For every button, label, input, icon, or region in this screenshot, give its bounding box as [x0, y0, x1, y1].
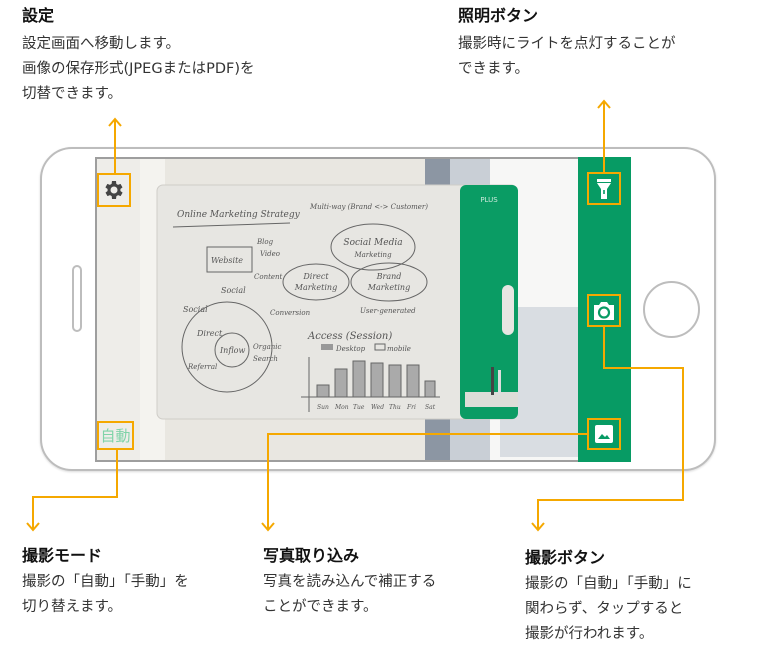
gallery-icon	[595, 425, 613, 443]
board-text: mobile	[387, 345, 411, 353]
gear-icon	[105, 181, 123, 199]
board-text: Organic	[253, 343, 281, 351]
board-text: Mon	[334, 404, 349, 411]
import-photo-button[interactable]	[587, 418, 621, 450]
board-flow: Multi-way (Brand <-> Customer)	[309, 203, 428, 211]
import-callout-text: 写真を読み込んで補正する ことができます。	[263, 570, 436, 620]
text-line: 切替できます。	[22, 86, 123, 102]
board-text: Social	[183, 305, 208, 314]
text-line: 関わらず、タップすると	[525, 601, 684, 617]
text-line: 切り替えます。	[22, 599, 123, 615]
board-text: Social	[221, 286, 246, 295]
camera-preview: PLUS Online Marketing Strategy Multi-way…	[95, 157, 631, 462]
board-text: Direct	[302, 272, 329, 281]
board-text: Access (Session)	[307, 331, 392, 342]
text-line: 撮影が行われます。	[525, 626, 654, 642]
phone-home-button	[643, 281, 700, 338]
mode-callout-text: 撮影の「自動」「手動」を 切り替えます。	[22, 570, 189, 620]
board-text: Sat	[425, 404, 436, 411]
text-line: 画像の保存形式(JPEGまたはPDF)を	[22, 61, 255, 77]
shutter-callout-text: 撮影の「自動」「手動」に 関わらず、タップすると 撮影が行われます。	[525, 572, 692, 647]
arrow-down-icon	[531, 522, 545, 532]
board-text: Direct	[196, 329, 223, 338]
board-text: Marketing	[367, 283, 410, 292]
camera-scene: PLUS Online Marketing Strategy Multi-way…	[97, 159, 629, 460]
board-text: Conversion	[270, 309, 311, 317]
text-line: 設定画面へ移動します。	[22, 36, 181, 52]
shutter-button[interactable]	[587, 294, 621, 327]
phone-speaker	[72, 265, 82, 332]
board-text: Tue	[353, 404, 365, 411]
import-callout-title: 写真取り込み	[263, 546, 360, 565]
arrow-up-icon	[597, 99, 611, 109]
text-line: 撮影時にライトを点灯することが	[458, 36, 676, 52]
board-text: Video	[260, 250, 280, 258]
light-callout-title: 照明ボタン	[458, 6, 539, 25]
text-line: 撮影の「自動」「手動」を	[22, 574, 189, 590]
settings-callout-text: 設定画面へ移動します。 画像の保存形式(JPEGまたはPDF)を 切替できます。	[22, 32, 254, 107]
text-line: 写真を読み込んで補正する	[263, 574, 437, 590]
mode-callout-title: 撮影モード	[22, 546, 103, 565]
capture-mode-toggle[interactable]: 自動	[97, 421, 134, 450]
board-text: Marketing	[294, 283, 337, 292]
board-text: Content	[254, 273, 283, 281]
shutter-callout-title: 撮影ボタン	[525, 548, 606, 567]
light-button[interactable]	[587, 172, 621, 205]
light-callout-text: 撮影時にライトを点灯することが できます。	[458, 32, 676, 82]
board-text: Fri	[406, 404, 416, 411]
board-text: Inflow	[219, 346, 245, 355]
flashlight-icon	[597, 178, 611, 199]
board-text: Website	[211, 256, 243, 265]
board-text: Sun	[317, 404, 329, 411]
settings-button[interactable]	[97, 173, 131, 207]
board-text: Wed	[371, 404, 384, 411]
text-line: できます。	[458, 61, 530, 77]
arrow-up-icon	[108, 117, 122, 127]
text-line: 撮影の「自動」「手動」に	[525, 576, 692, 592]
board-brand: PLUS	[480, 196, 498, 204]
board-text: Brand	[376, 272, 402, 281]
arrow-down-icon	[26, 522, 40, 532]
board-text: User-generated	[360, 307, 416, 315]
text-line: ことができます。	[263, 599, 378, 615]
board-text: Search	[253, 355, 278, 363]
board-text: Social Media	[343, 238, 402, 248]
camera-icon	[594, 301, 614, 320]
board-title: Online Marketing Strategy	[177, 210, 301, 220]
board-text: Blog	[256, 238, 274, 246]
board-text: Desktop	[335, 345, 366, 353]
arrow-down-icon	[261, 522, 275, 532]
board-text: Referral	[187, 363, 217, 371]
settings-callout-title: 設定	[22, 6, 55, 25]
board-text: Marketing	[353, 251, 392, 259]
board-text: Thu	[389, 404, 401, 411]
